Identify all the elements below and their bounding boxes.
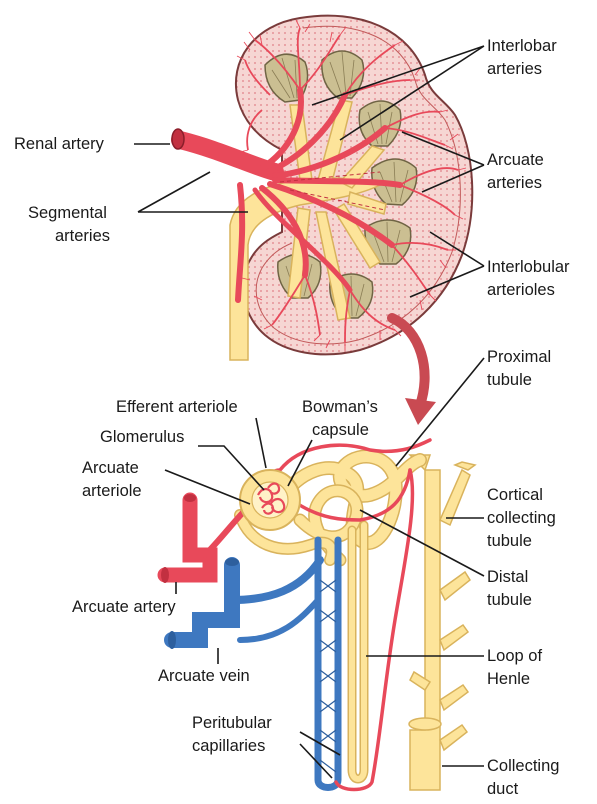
label-line: Arcuate artery — [72, 598, 176, 616]
label-line: Interlobular — [487, 258, 570, 276]
label-renal-artery: Renal artery — [14, 135, 170, 153]
label-arcuate-artery: Arcuate artery — [72, 582, 176, 616]
label-segmental-arteries: Segmental arteries — [28, 172, 248, 245]
artery-opening-top — [184, 494, 196, 502]
artery-opening-left — [161, 567, 169, 583]
label-arcuate-vein: Arcuate vein — [158, 648, 250, 685]
loop-of-henle — [352, 525, 364, 779]
label-line: Arcuate vein — [158, 667, 250, 685]
label-line: Loop of — [487, 647, 542, 665]
vein-capillary-mesh — [320, 580, 336, 772]
kidney-section — [172, 16, 472, 360]
label-line: Proximal — [487, 348, 551, 366]
label-line: tubule — [487, 371, 532, 389]
label-line: Segmental — [28, 204, 107, 222]
label-collecting-duct: Collecting duct — [442, 757, 559, 798]
label-line: arterioles — [487, 281, 555, 299]
label-line: arteries — [487, 60, 542, 78]
label-line: Bowman’s — [302, 398, 378, 416]
label-line: Peritubular — [192, 714, 272, 732]
renal-artery-opening — [172, 129, 184, 149]
label-line: arteries — [487, 174, 542, 192]
duct-opening — [409, 718, 441, 730]
label-line: capsule — [312, 421, 369, 439]
label-arcuate-arteriole: Arcuate arteriole — [82, 459, 250, 504]
label-line: Renal artery — [14, 135, 105, 153]
label-line: Efferent arteriole — [116, 398, 238, 416]
vein-opening-top — [225, 558, 239, 566]
collecting-duct-system — [410, 455, 475, 790]
label-line: Cortical — [487, 486, 543, 504]
label-line: Arcuate — [82, 459, 139, 477]
label-line: Arcuate — [487, 151, 544, 169]
label-line: arteries — [55, 227, 110, 245]
label-line: capillaries — [192, 737, 265, 755]
label-line: arteriole — [82, 482, 142, 500]
label-line: collecting — [487, 509, 556, 527]
label-loop-of-henle: Loop of Henle — [366, 647, 542, 688]
label-line: Collecting — [487, 757, 559, 775]
label-line: Glomerulus — [100, 428, 184, 446]
label-line: Distal — [487, 568, 528, 586]
label-line: Henle — [487, 670, 530, 688]
label-line: Interlobar — [487, 37, 557, 55]
label-line: duct — [487, 780, 519, 798]
label-line: tubule — [487, 532, 532, 550]
vein-opening-left — [168, 631, 176, 649]
label-line: tubule — [487, 591, 532, 609]
